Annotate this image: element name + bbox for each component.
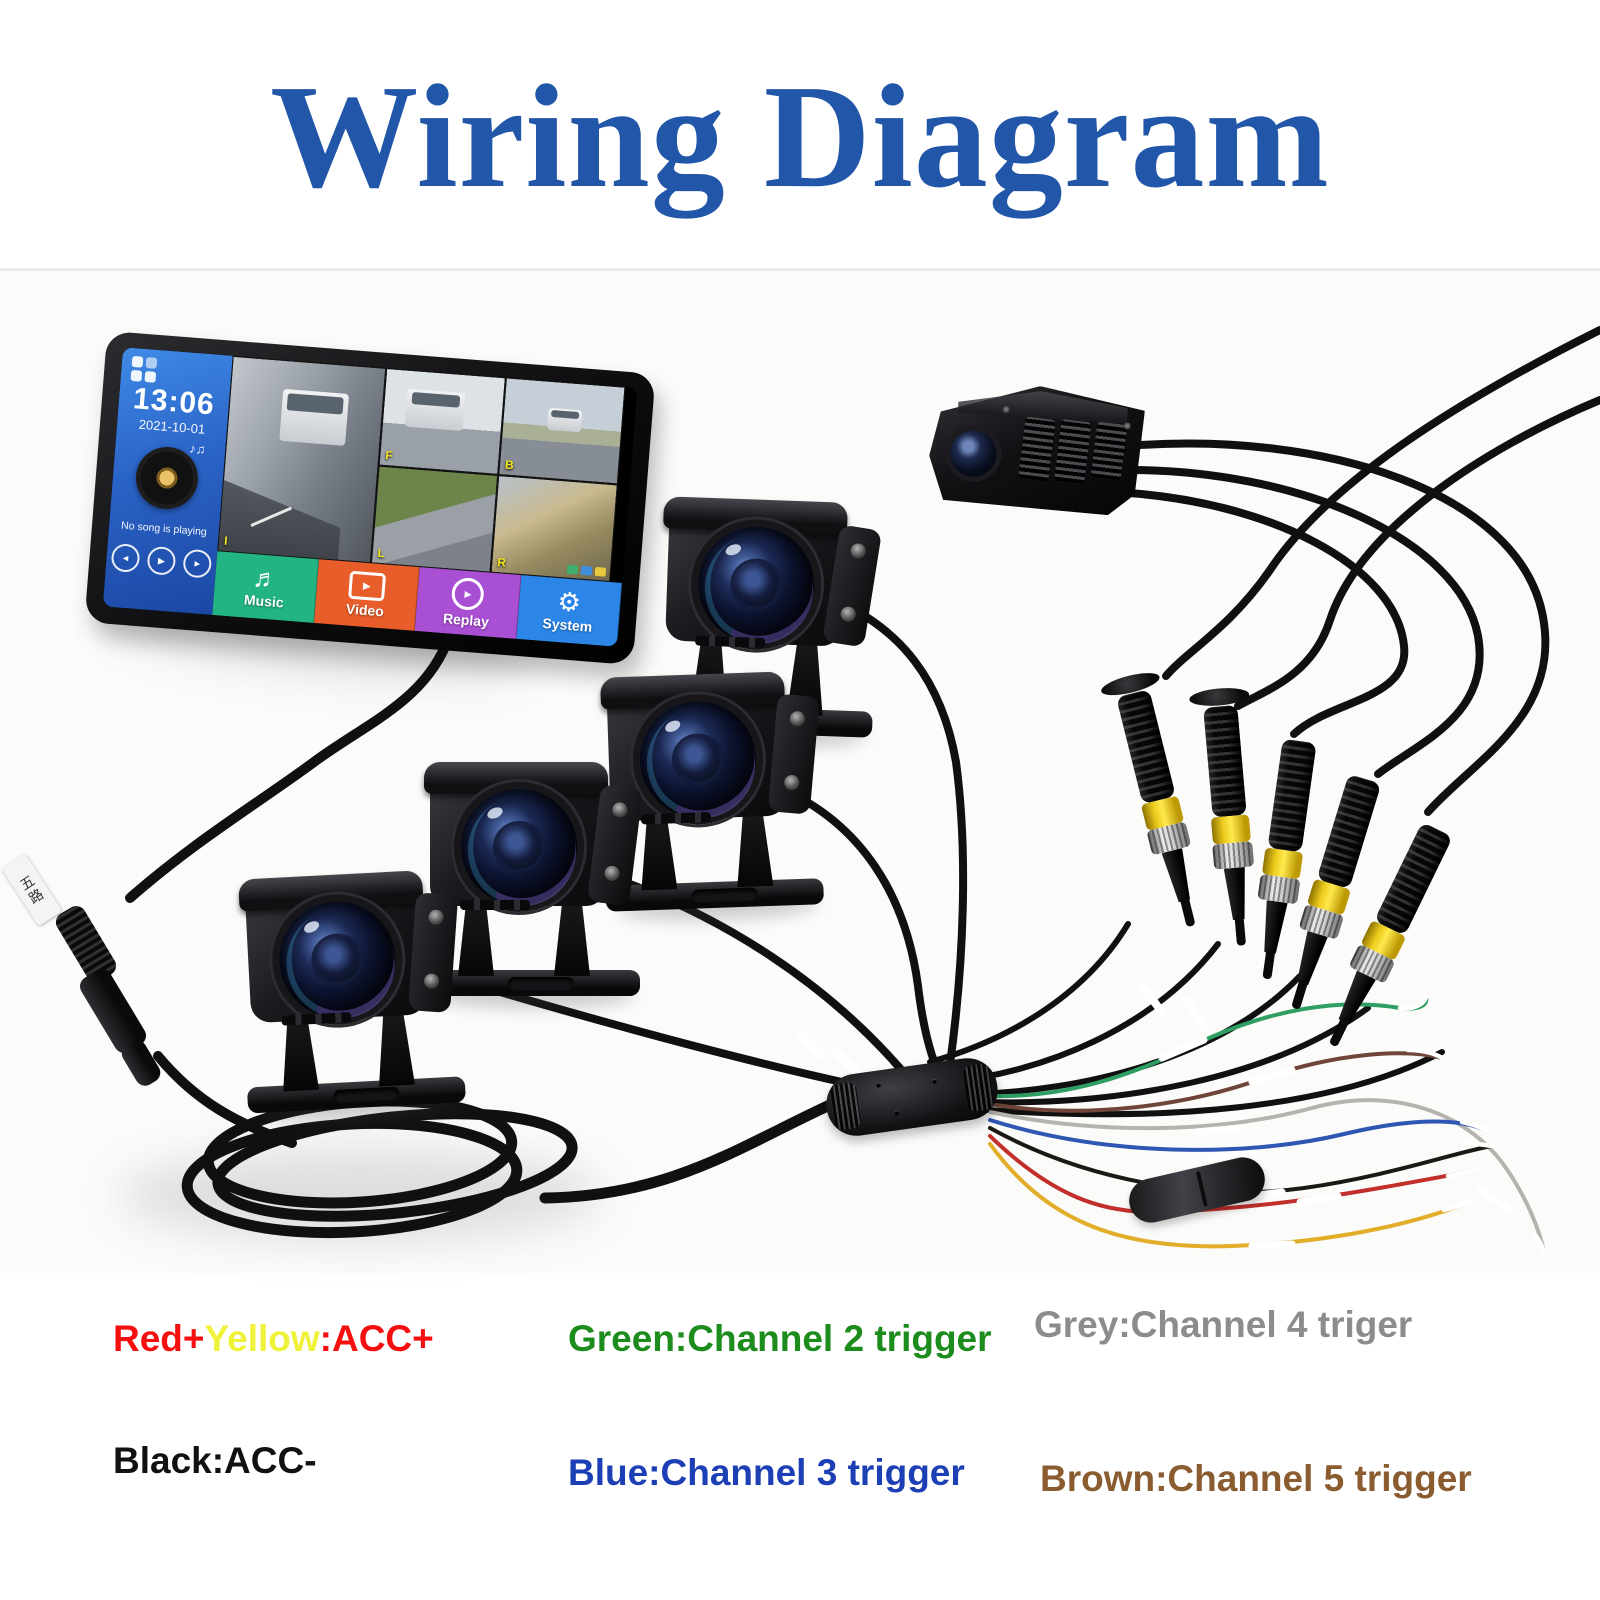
screen-main: I F L B R [212,355,637,647]
screen-sidebar: 13:06 2021-10-01 ♪♫ No song is playing ◄… [102,347,233,615]
view-label: B [504,457,515,473]
camera-leg [375,1013,415,1087]
camera-leg [279,1018,319,1092]
camera-view-back: B [498,377,626,485]
monitor: 13:06 2021-10-01 ♪♫ No song is playing ◄… [84,330,656,666]
screw-icon [603,864,621,882]
truck-graphic [546,407,583,433]
connector-tip [1291,930,1329,987]
screw-icon [783,774,800,791]
boot-dimple [931,1078,938,1085]
mount-slot [333,1086,400,1104]
lens-iris [314,936,361,983]
menu-label: Music [243,591,285,611]
next-track-icon: ► [182,548,213,579]
connector-barrel [1116,689,1176,805]
camera-view-left: L [370,465,499,573]
connector-cable [1179,895,1196,928]
legend-channel-2: Green:Channel 2 trigger [568,1318,992,1359]
screw-icon [428,909,445,926]
boot-rib [962,1063,995,1113]
legend-channel-3: Blue:Channel 3 trigger [568,1452,965,1493]
legend-acc-minus: Black:ACC- [113,1440,317,1481]
camera-bracket [767,693,820,815]
dashcam-unit [926,379,1146,517]
connector-cable [1328,1016,1350,1048]
legend-channel-5: Brown:Channel 5 trigger [1040,1458,1472,1499]
music-notes-icon: ♪♫ [188,440,207,457]
mount-slot [508,977,574,990]
connector-barrel [1203,704,1247,818]
road-graphic [217,448,346,563]
menu-tile-replay: ▶ Replay [414,567,521,639]
connector-barrel [1267,738,1317,853]
view-label: F [384,448,394,463]
menu-tile-system: ⚙ System [515,575,623,647]
connector-tip [1160,848,1196,904]
legend-channel-4: Grey:Channel 4 triger [1034,1304,1413,1345]
video-camera-icon: ▶ [347,570,386,602]
camera-view-front: F [378,367,506,475]
menu-label: Video [345,600,385,620]
truck-graphic [279,388,350,446]
camera-leg [554,904,590,976]
connector-nut [1212,841,1255,870]
mount-slot [691,887,758,903]
boot-rib [829,1081,862,1131]
coil-shadow [120,1150,600,1240]
media-controls: ◄ ▶ ► [105,542,217,580]
screw-icon [789,710,806,727]
monitor-screen: 13:06 2021-10-01 ♪♫ No song is playing ◄… [102,347,638,647]
menu-tile-video: ▶ Video [313,559,420,631]
view-label: R [496,555,507,570]
menu-tile-music: ♬ Music [212,551,319,623]
lens-iris [733,561,779,608]
camera-leg [735,814,773,887]
camera-views: I F L B R [217,355,637,583]
camera-ribs [460,900,530,910]
menu-label: System [541,614,593,635]
lens-iris [497,825,541,869]
truck-graphic [404,388,466,432]
boot-dimple [893,1109,900,1116]
screw-icon [849,542,867,560]
connector-yellow-band [1210,814,1252,845]
camera-view-main: I [217,355,387,564]
boot-dimple [875,1082,882,1088]
status-icons [566,564,607,577]
camera-view-right: R [490,474,618,583]
screw-icon [611,801,629,819]
camera-lens-icon [454,782,584,912]
connector-cable [1291,978,1309,1010]
lens-iris [675,736,721,783]
gear-icon: ⚙ [556,586,583,618]
brand-logo-icon [130,355,158,384]
previous-track-icon: ◄ [110,542,141,574]
page-title: Wiring Diagram [270,55,1330,219]
menu-label: Replay [442,610,490,630]
camera-bracket [408,892,459,1013]
music-note-icon: ♬ [251,562,280,595]
camera-4 [230,860,473,1125]
play-icon: ▶ [146,545,177,576]
replay-icon: ▶ [450,576,486,612]
now-playing-status: No song is playing [120,519,208,539]
view-label: L [377,545,386,561]
legend-acc-plus: Red+Yellow:ACC+ [113,1318,434,1359]
screw-icon [839,605,857,623]
screw-icon [423,973,440,990]
